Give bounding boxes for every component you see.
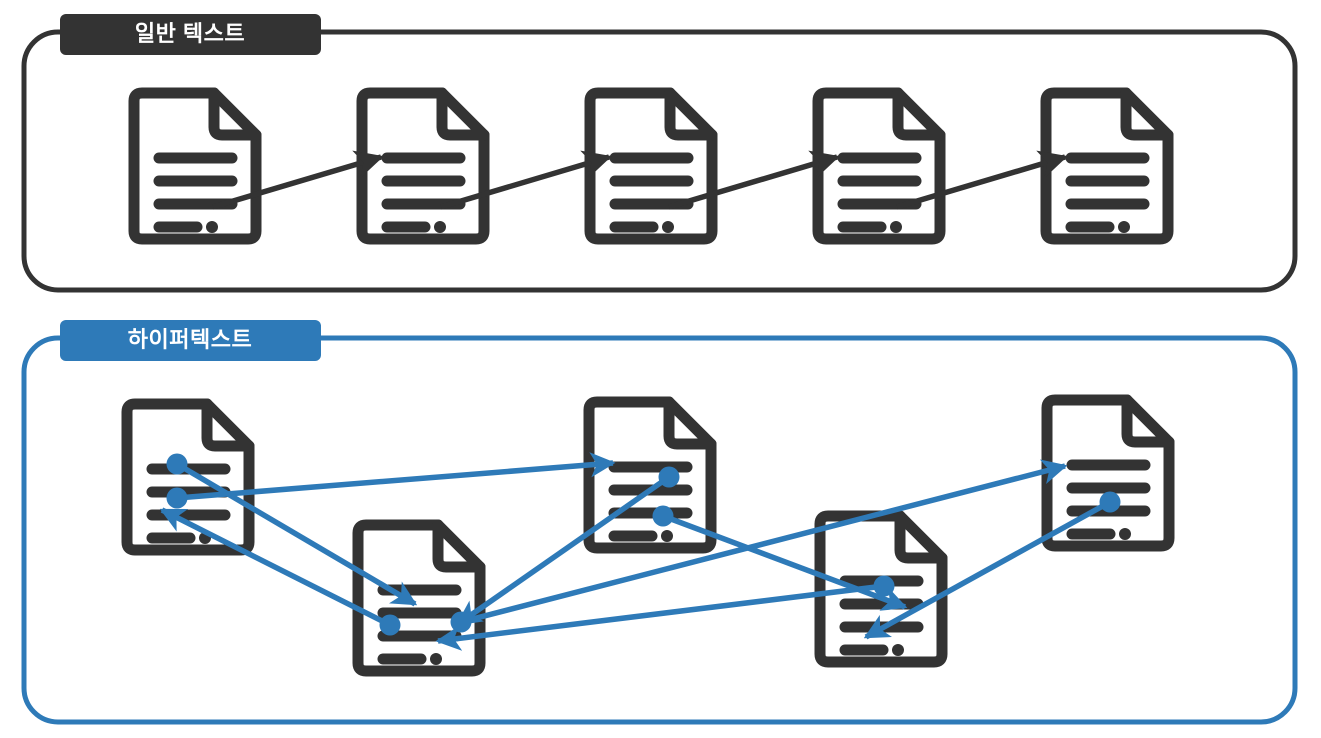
hyperlink-dot[interactable] [873, 575, 895, 597]
hyperlink-dot[interactable] [379, 614, 401, 636]
document-icon[interactable] [1046, 93, 1168, 239]
hyperlink-arrow [159, 507, 392, 628]
hypertext-tab-label: 하이퍼텍스트 [128, 327, 252, 352]
hyperlink-arrow [175, 461, 418, 607]
hyperlink-arrow [662, 513, 908, 611]
plain-text-panel [21, 29, 1298, 293]
hyperlink-dot[interactable] [652, 505, 674, 527]
plain-text-links [212, 150, 1068, 210]
document-icon[interactable] [818, 93, 940, 239]
hypertext-documents-back [127, 400, 1169, 671]
sequence-arrow [896, 150, 1068, 210]
hyperlink-arrow [435, 583, 885, 651]
document-icon[interactable] [134, 93, 256, 239]
hyperlink-arrow [863, 499, 1112, 640]
hyperlink-arrow [455, 474, 671, 627]
section-hypertext: 하이퍼텍스트 [21, 320, 1298, 725]
hypertext-tab [60, 320, 321, 361]
sequence-arrow [212, 150, 384, 210]
document-icon[interactable] [590, 93, 712, 239]
document-icon[interactable] [362, 93, 484, 239]
plain-text-tab [60, 14, 321, 55]
hypertext-links [159, 452, 1112, 651]
hyperlink-arrow [176, 452, 616, 501]
section-plain-text: 일반 텍스트 [21, 14, 1298, 293]
hyperlink-dot[interactable] [658, 466, 680, 488]
document-icon[interactable] [358, 525, 480, 671]
plain-text-documents [134, 93, 1168, 239]
hyperlink-anchor-dots [166, 453, 1121, 636]
sequence-arrow [668, 150, 840, 210]
plain-text-tab-label: 일반 텍스트 [135, 21, 245, 46]
document-icon[interactable] [127, 404, 249, 550]
sequence-arrow [440, 150, 612, 210]
hyperlink-dot[interactable] [166, 487, 188, 509]
hyperlink-arrow [460, 459, 1068, 625]
hypertext-panel [21, 335, 1298, 725]
hyperlink-dot[interactable] [1099, 491, 1121, 513]
hyperlink-dot[interactable] [166, 453, 188, 475]
hyperlink-dot[interactable] [450, 611, 472, 633]
